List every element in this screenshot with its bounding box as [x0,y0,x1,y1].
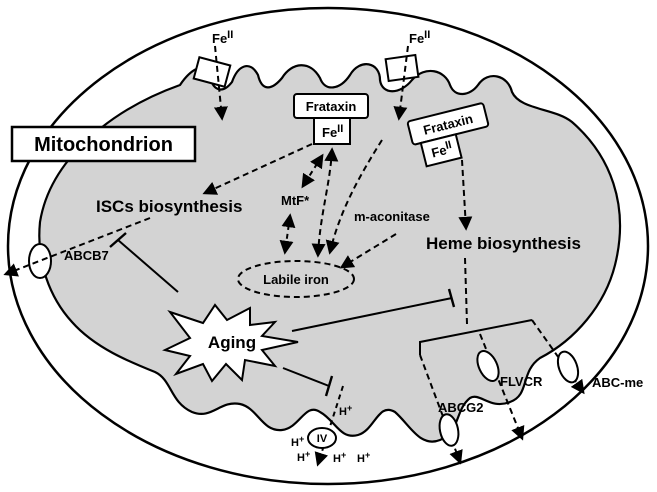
frataxin-fe-box-left [313,117,351,145]
iscs-label: ISCs biosynthesis [96,197,242,216]
abcb7-label: ABCB7 [64,248,109,263]
abcg2-label: ABCG2 [438,400,484,415]
frataxin-to-heme-arrow [458,159,473,231]
mtf-label: MtF* [281,193,310,208]
labile-iron-pool [237,260,355,298]
iron-influx-arrow-right [393,45,409,121]
heme-branch-drop-flvcr [479,333,525,441]
complex-iv-label: IV [317,433,328,445]
frataxin-fe-label-left: FeII [322,123,343,140]
iron-influx-arrow-left [213,45,228,121]
heme-label: Heme biosynthesis [426,234,581,253]
aging-inhibits-complex-iv [282,367,330,387]
frataxin-fe-box-right [419,133,463,168]
labile-iron-label: Labile iron [263,272,329,287]
labile-to-frataxin-arrow [311,147,339,258]
mtf-labile-arrow [279,213,296,255]
aging-starburst [162,303,299,383]
proton-label-4: H+ [333,450,346,465]
iron-channel-left [192,56,232,88]
complex-iv [307,427,337,449]
aging-inhibits-heme [291,297,453,332]
proton-pump-arrow [314,385,344,467]
frataxin-fe-label-right: FeII [429,139,454,161]
aging-inhibits-iscs [117,239,179,293]
proton-label-1: H+ [339,403,352,418]
title-box [10,125,197,163]
heme-stem [464,257,468,325]
page-title: Mitochondrion [34,134,173,156]
abcg2-transporter [438,413,460,447]
abcb7-export-arrow [3,217,151,277]
iron-label-left: FeII [212,29,233,46]
iron-channel-right [384,53,420,83]
influx-to-labile-arrow [325,139,383,255]
abcme-label: ABC-me [592,375,643,390]
proton-label-3: H+ [297,449,310,464]
abcme-transporter [556,350,580,384]
proton-label-5: H+ [357,450,370,465]
frataxin-mtf-arrow [301,153,324,189]
maconitase-arrow [339,233,397,269]
proton-label-2: H+ [291,434,304,449]
aging-inhibits-complex-iv-bar [324,375,334,397]
abcb7-transporter [28,243,52,279]
flvcr-label: FLVCR [500,374,543,389]
heme-branch [419,319,533,355]
maconitase-label: m-aconitase [354,209,430,224]
frataxin-label-left: Frataxin [306,99,357,114]
aging-inhibits-heme-bar [447,288,456,308]
flvcr-transporter [476,350,500,382]
aging-label: Aging [208,333,256,352]
aging-inhibits-iscs-bar [109,232,127,248]
iron-label-right: FeII [409,29,430,46]
